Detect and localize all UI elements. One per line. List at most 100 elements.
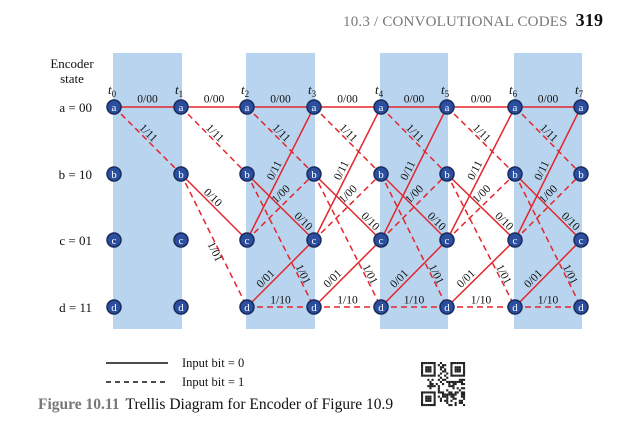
transition-edge-b-c (380, 173, 448, 241)
qr-module (463, 397, 466, 400)
transition-edge-d-c (246, 239, 315, 308)
state-node-a (106, 99, 122, 115)
qr-module (421, 404, 424, 407)
transition-edge-b-c (446, 173, 516, 241)
transition-edge-c-b (446, 173, 516, 241)
transition-label: 1/11 (470, 122, 493, 145)
qr-module (433, 368, 436, 371)
state-node-d (106, 299, 122, 315)
qr-module (450, 391, 453, 394)
qr-module (439, 380, 442, 383)
qr-module (433, 370, 436, 373)
qr-module (423, 404, 426, 407)
qr-module (439, 376, 442, 379)
qr-module (431, 378, 434, 381)
transition-edge-b-c (514, 173, 582, 241)
qr-module (444, 368, 447, 371)
transition-edge-a-b (246, 106, 315, 175)
state-node-c (239, 232, 255, 248)
qr-module (444, 364, 447, 367)
qr-module (458, 374, 461, 377)
qr-module (433, 372, 436, 375)
qr-module (421, 397, 424, 400)
state-label-b: b = 10 (59, 167, 92, 182)
transition-edge-b-d (180, 173, 248, 308)
qr-module (450, 393, 453, 396)
qr-module (456, 387, 459, 390)
transition-label: 1/01 (205, 240, 225, 264)
qr-module (437, 385, 440, 388)
qr-module (433, 362, 436, 365)
state-node-d (439, 299, 455, 315)
qr-module (439, 366, 442, 369)
state-node-d (239, 299, 255, 315)
qr-module (463, 364, 466, 367)
qr-module (444, 393, 447, 396)
qr-module (450, 380, 453, 383)
qr-module (448, 385, 451, 388)
transition-label: 0/10 (201, 186, 224, 209)
transition-label: 0/00 (204, 94, 225, 106)
transition-edge-b-d (446, 173, 516, 308)
qr-module (425, 404, 428, 407)
qr-module (429, 395, 432, 398)
page-number: 319 (575, 10, 604, 30)
qr-module (425, 391, 428, 394)
qr-module (439, 362, 442, 365)
qr-module (429, 370, 432, 373)
qr-module (433, 401, 436, 404)
state-node-d (173, 299, 189, 315)
transition-edge-b-d (380, 173, 448, 308)
qr-module (421, 395, 424, 398)
qr-module (421, 399, 424, 402)
state-node-c (439, 232, 455, 248)
qr-module (435, 383, 438, 386)
qr-module (450, 385, 453, 388)
qr-module (460, 395, 463, 398)
state-node-letter: b (444, 169, 450, 181)
state-node-b (173, 166, 189, 182)
qr-module (442, 378, 445, 381)
transition-edge-c-a (246, 106, 315, 241)
qr-module (429, 399, 432, 402)
state-node-d (306, 299, 322, 315)
transition-edge-a-b (380, 106, 448, 175)
state-node-letter: c (513, 235, 518, 247)
qr-module (442, 391, 445, 394)
time-label: t5 (441, 82, 450, 99)
qr-module (444, 378, 447, 381)
qr-code-icon (421, 362, 466, 407)
transition-edge-a-b (446, 106, 516, 175)
state-node-letter: b (512, 169, 518, 181)
qr-module (433, 393, 436, 396)
qr-module (456, 374, 459, 377)
qr-module (452, 362, 455, 365)
qr-module (454, 401, 457, 404)
qr-module (421, 370, 424, 373)
qr-module (446, 389, 449, 392)
qr-module (437, 391, 440, 394)
transition-label: 0/00 (337, 94, 358, 106)
qr-module (439, 399, 442, 402)
transition-label: 0/00 (538, 94, 559, 106)
qr-module (429, 383, 432, 386)
state-node-a (373, 99, 389, 115)
qr-module (460, 393, 463, 396)
qr-module (433, 385, 436, 388)
state-node-c (373, 232, 389, 248)
transition-edge-d-c (446, 239, 516, 308)
transition-edge-c-a (514, 106, 582, 241)
qr-module (433, 366, 436, 369)
qr-module (454, 368, 457, 371)
state-node-letter: c (179, 235, 184, 247)
state-node-letter: d (512, 302, 518, 314)
qr-module (421, 362, 424, 365)
state-node-d (507, 299, 523, 315)
qr-module (427, 370, 430, 373)
transition-label: 1/10 (538, 295, 559, 307)
qr-module (431, 391, 434, 394)
qr-module (437, 364, 440, 367)
qr-module (433, 395, 436, 398)
transition-label: 0/10 (492, 210, 515, 233)
